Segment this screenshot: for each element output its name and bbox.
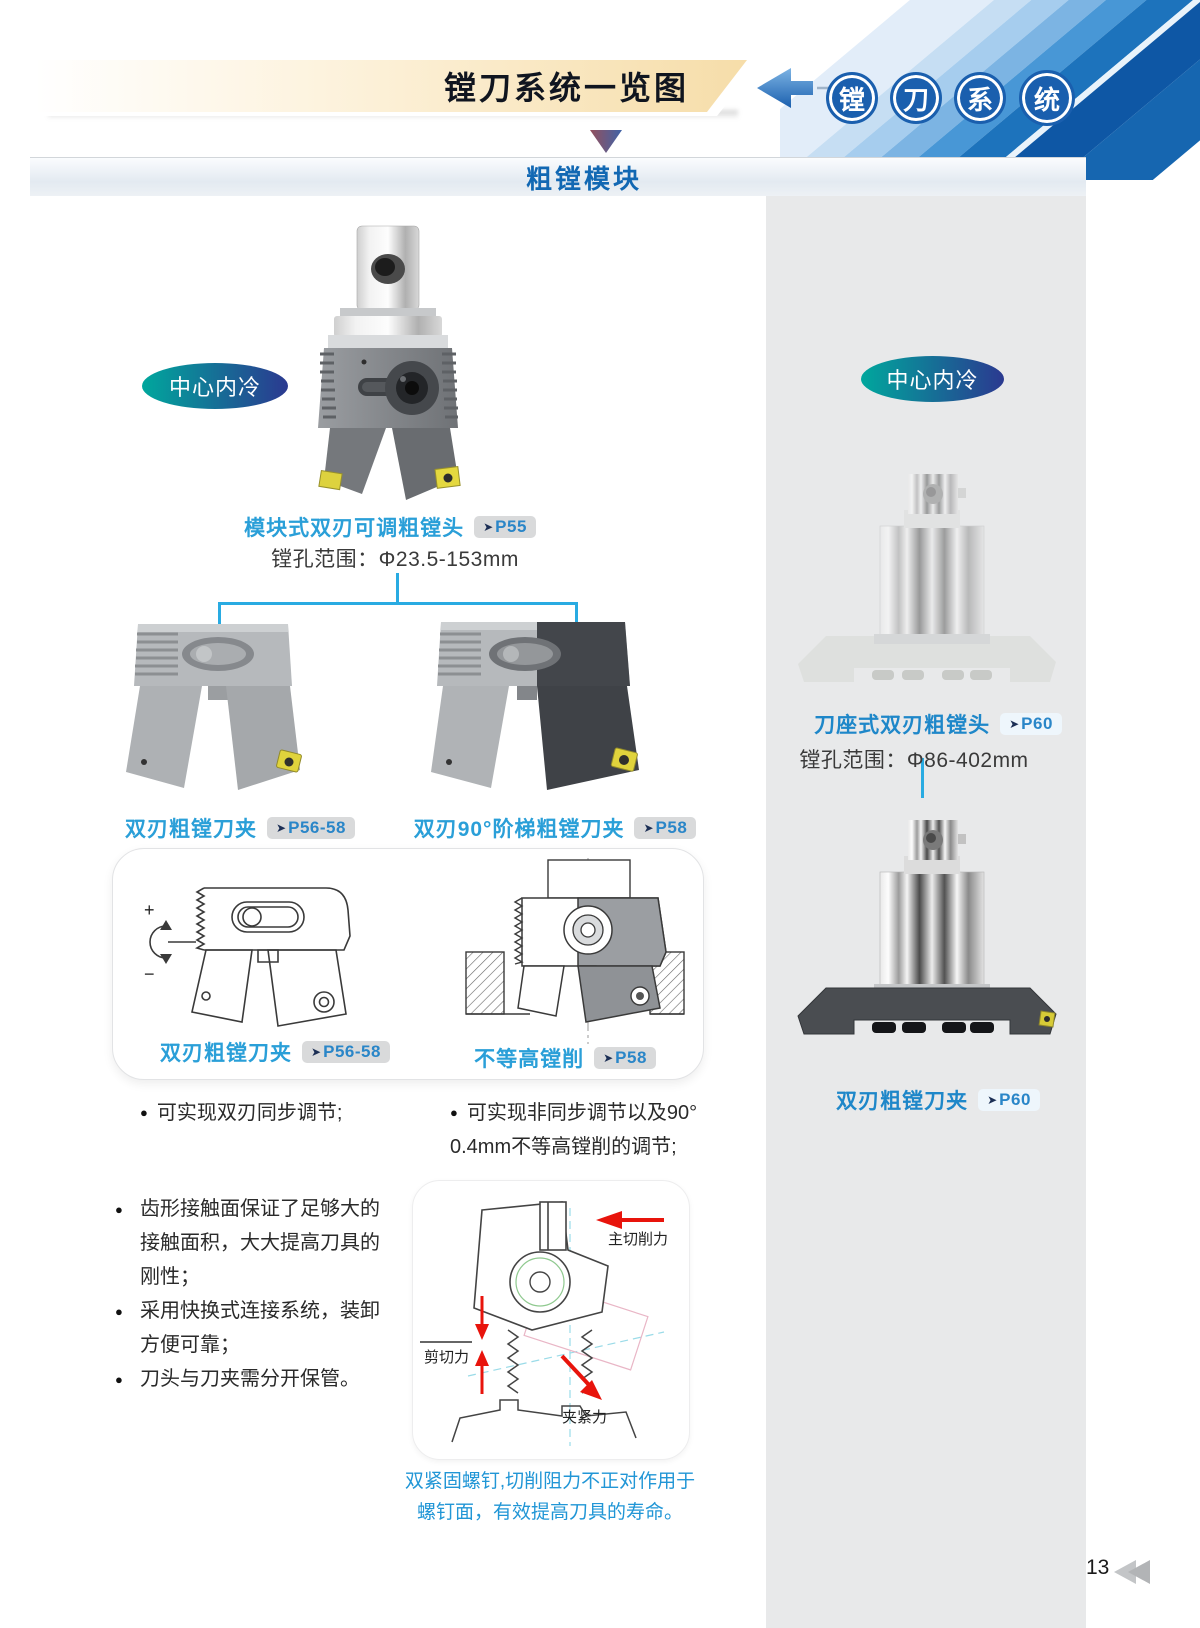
right-connector-line xyxy=(921,758,924,798)
double-edge-clamp-image xyxy=(126,624,302,790)
carbide-insert xyxy=(1038,1010,1056,1028)
force-diagram: 主切削力 剪切力 夹紧力 xyxy=(420,1201,668,1446)
system-badge-char: 镗 xyxy=(838,84,865,115)
clamp-b-label-row: 双刃90°阶梯粗镗刀夹 ➤P58 xyxy=(405,814,705,842)
page-number: 13 xyxy=(1086,1556,1110,1579)
section-title: 粗镗模块 xyxy=(525,163,642,194)
force-label-clamping: 夹紧力 xyxy=(562,1409,607,1426)
page-title-banner: 镗刀系统一览图 xyxy=(35,60,747,112)
page-ref-p56-58[interactable]: ➤P56-58 xyxy=(302,1041,390,1063)
page-ref-arrow-icon: ➤ xyxy=(643,820,654,835)
right-clamp-image xyxy=(797,820,1057,1035)
coolant-badge-label: 中心内冷 xyxy=(168,375,261,400)
clamp-line-drawing: + − xyxy=(144,887,351,1027)
page-ref-text: P60 xyxy=(999,1090,1031,1109)
section-triangle-marker xyxy=(590,130,622,153)
page-ref-p56-58[interactable]: ➤P56-58 xyxy=(267,817,355,839)
drawing-a-name: 双刃粗镗刀夹 xyxy=(160,1042,293,1065)
feature-bullet-sync: 可实现双刃同步调节; xyxy=(140,1096,450,1130)
coolant-badge-left: 中心内冷 xyxy=(142,363,288,409)
feature-bullet-async: 可实现非同步调节以及90° 0.4mm不等高镗削的调节; xyxy=(450,1096,712,1164)
note-item: 齿形接触面保证了足够大的接触面积，大大提高刀具的刚性； xyxy=(115,1192,390,1294)
page-ref-p60[interactable]: ➤P60 xyxy=(978,1089,1040,1111)
page-ref-arrow-icon: ➤ xyxy=(603,1050,614,1065)
carbide-insert xyxy=(276,749,302,773)
system-badge-circle-2: 刀 xyxy=(890,72,942,124)
carbide-insert xyxy=(318,466,461,491)
page-ref-arrow-icon: ➤ xyxy=(987,1092,998,1107)
system-badge-circle-3: 系 xyxy=(954,72,1006,124)
main-head-label-row: 模块式双刃可调粗镗头 ➤P55 xyxy=(240,512,540,542)
connector-drop-left xyxy=(218,602,221,633)
system-badge-circle-4: 统 xyxy=(1019,70,1075,126)
page-ref-arrow-icon: ➤ xyxy=(1009,716,1020,731)
page-corner-arrows-icon xyxy=(1114,1560,1150,1584)
page-ref-text: P58 xyxy=(655,818,688,837)
seat-head-name: 刀座式双刃粗镗头 xyxy=(814,714,991,737)
section-band: 粗镗模块 xyxy=(30,157,1086,196)
clamp-b-name: 双刃90°阶梯粗镗刀夹 xyxy=(413,818,625,841)
step-clamp-image xyxy=(431,622,639,790)
page-title: 镗刀系统一览图 xyxy=(443,70,689,106)
coolant-badge-right: 中心内冷 xyxy=(861,356,1004,402)
system-badge-char: 统 xyxy=(1033,84,1060,115)
modular-boring-head-image xyxy=(318,225,461,500)
force-label-shear: 剪切力 xyxy=(424,1349,469,1366)
main-head-name: 模块式双刃可调粗镗头 xyxy=(244,517,465,540)
clamp-a-name: 双刃粗镗刀夹 xyxy=(125,818,258,841)
seat-head-label-row: 刀座式双刃粗镗头 ➤P60 xyxy=(788,710,1088,738)
page-ref-p60[interactable]: ➤P60 xyxy=(1000,713,1062,735)
carbide-insert xyxy=(610,747,638,772)
page-ref-text: P60 xyxy=(1021,714,1053,733)
force-label-main-cutting: 主切削力 xyxy=(608,1231,668,1248)
seat-head-spec: 镗孔范围：Φ86-402mm xyxy=(799,749,1029,772)
connector-bar xyxy=(218,602,578,605)
page-ref-p58[interactable]: ➤P58 xyxy=(594,1047,656,1069)
page-ref-text: P55 xyxy=(495,517,527,536)
page-ref-text: P58 xyxy=(615,1048,647,1067)
right-clamp-name: 双刃粗镗刀夹 xyxy=(836,1090,969,1113)
system-badge-char: 系 xyxy=(966,84,993,115)
adjust-minus-sign: − xyxy=(144,964,155,984)
system-badge-char: 刀 xyxy=(902,84,929,115)
force-diagram-caption: 双紧固螺钉,切削阻力不正对作用于螺钉面，有效提高刀具的寿命。 xyxy=(404,1471,696,1523)
page-ref-p58[interactable]: ➤P58 xyxy=(634,817,697,839)
drawing-a-label-row: 双刃粗镗刀夹 ➤P56-58 xyxy=(130,1038,420,1066)
page-ref-arrow-icon: ➤ xyxy=(483,519,494,534)
right-clamp-label-row: 双刃粗镗刀夹 ➤P60 xyxy=(788,1086,1088,1114)
note-item: 刀头与刀夹需分开保管。 xyxy=(115,1362,390,1397)
page-ref-arrow-icon: ➤ xyxy=(276,820,287,835)
drawing-b-label-row: 不等高镗削 ➤P58 xyxy=(440,1044,690,1072)
coolant-badge-label: 中心内冷 xyxy=(886,368,979,393)
page-ref-p55[interactable]: ➤P55 xyxy=(474,516,536,538)
drawing-b-name: 不等高镗削 xyxy=(474,1048,585,1071)
note-item: 采用快换式连接系统，装卸方便可靠； xyxy=(115,1294,390,1362)
clamp-a-label-row: 双刃粗镗刀夹 ➤P56-58 xyxy=(100,814,380,842)
page-ref-text: P56-58 xyxy=(288,818,346,837)
adjust-plus-sign: + xyxy=(144,900,155,920)
unequal-boring-line-drawing xyxy=(465,858,685,1044)
connector-stem xyxy=(396,573,399,604)
connector-drop-right xyxy=(575,602,578,633)
seat-type-boring-head-image xyxy=(798,474,1056,682)
notes-list: 齿形接触面保证了足够大的接触面积，大大提高刀具的刚性； 采用快换式连接系统，装卸… xyxy=(115,1192,393,1397)
main-head-spec: 镗孔范围：Φ23.5-153mm xyxy=(271,548,519,571)
system-badge-circle-1: 镗 xyxy=(826,72,878,124)
page-ref-arrow-icon: ➤ xyxy=(311,1044,322,1059)
page-ref-text: P56-58 xyxy=(323,1042,381,1061)
